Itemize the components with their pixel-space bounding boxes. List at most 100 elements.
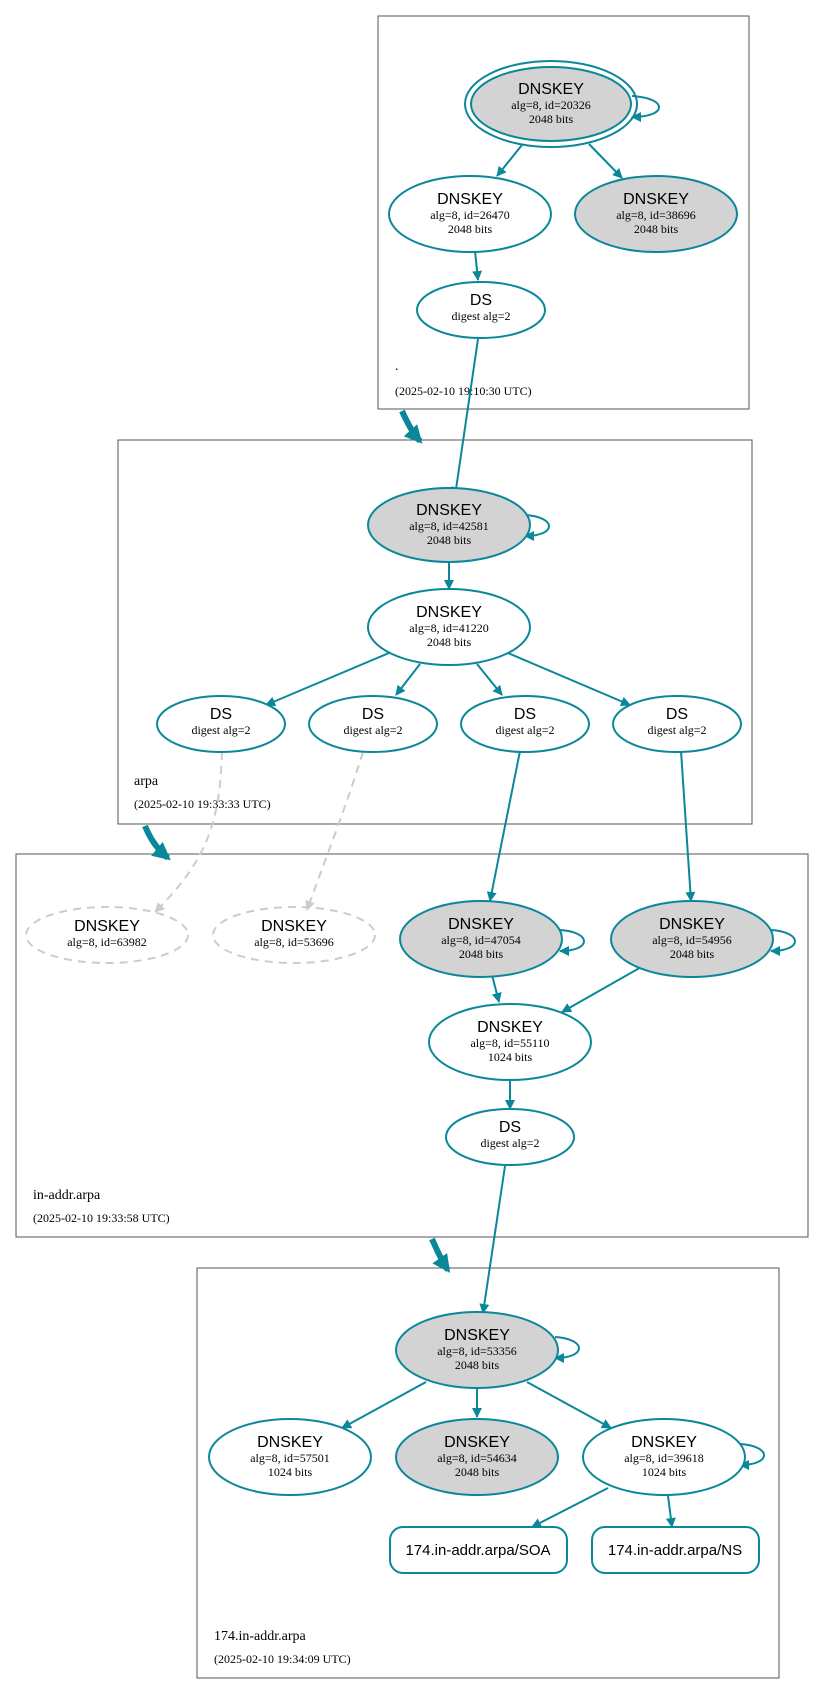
node-digest: digest alg=2 <box>480 1136 539 1150</box>
rrset-label: 174.in-addr.arpa/SOA <box>405 1542 550 1559</box>
node-title: DS <box>514 706 536 723</box>
node-key-size: 2048 bits <box>455 1358 500 1372</box>
delegation-arrow <box>142 824 171 861</box>
node-title: DNSKEY <box>631 1434 697 1451</box>
signature-edges <box>265 95 796 1528</box>
node-digest: digest alg=2 <box>451 309 510 323</box>
node-key-size: 2048 bits <box>459 947 504 961</box>
edge <box>680 750 696 902</box>
node-digest: digest alg=2 <box>343 723 402 737</box>
dnskey-node[interactable]: DNSKEY alg=8, id=42581 2048 bits <box>367 487 531 563</box>
edge <box>531 1487 609 1528</box>
node-key-size: 2048 bits <box>427 635 472 649</box>
dnskey-node[interactable]: DNSKEY alg=8, id=39618 1024 bits <box>582 1418 746 1496</box>
node-key-info: alg=8, id=57501 <box>250 1451 330 1465</box>
node-title: DNSKEY <box>659 916 725 933</box>
node-key-info: alg=8, id=39618 <box>624 1451 704 1465</box>
dnskey-node[interactable]: DNSKEY alg=8, id=41220 2048 bits <box>367 588 531 666</box>
zone-name: 174.in-addr.arpa <box>214 1629 307 1644</box>
edge <box>265 652 390 707</box>
edge <box>305 751 364 911</box>
node-key-info: alg=8, id=20326 <box>511 98 591 112</box>
node-key-size: 2048 bits <box>634 222 679 236</box>
node-key-size: 1024 bits <box>488 1050 533 1064</box>
node-title: DNSKEY <box>257 1434 323 1451</box>
ds-node[interactable]: DS digest alg=2 <box>308 695 438 753</box>
zone-date: (2025-02-10 19:33:33 UTC) <box>134 797 271 811</box>
self-signature-edge <box>739 1443 765 1470</box>
ds-node[interactable]: DS digest alg=2 <box>156 695 286 753</box>
node-key-info: alg=8, id=47054 <box>441 933 521 947</box>
zone-arpa: arpa (2025-02-10 19:33:33 UTC) <box>117 439 753 825</box>
edge <box>476 663 503 696</box>
rrset-label: 174.in-addr.arpa/NS <box>608 1542 742 1559</box>
zone-date: (2025-02-10 19:34:09 UTC) <box>214 1652 351 1666</box>
dnskey-node[interactable]: DNSKEY alg=8, id=20326 2048 bits <box>464 60 638 148</box>
node-key-info: alg=8, id=53696 <box>254 935 334 949</box>
node-key-info: alg=8, id=41220 <box>409 621 489 635</box>
node-key-info: alg=8, id=54634 <box>437 1451 517 1465</box>
node-key-size: 2048 bits <box>448 222 493 236</box>
node-digest: digest alg=2 <box>495 723 554 737</box>
edge <box>341 1381 427 1429</box>
ds-node[interactable]: DS digest alg=2 <box>612 695 742 753</box>
dnskey-node[interactable]: DNSKEY alg=8, id=53356 2048 bits <box>395 1311 559 1389</box>
node-key-info: alg=8, id=55110 <box>470 1036 549 1050</box>
edge <box>154 751 223 913</box>
node-title: DS <box>362 706 384 723</box>
edge <box>491 974 502 1003</box>
dnskey-node[interactable]: DNSKEY alg=8, id=54634 2048 bits <box>395 1418 559 1496</box>
edge <box>486 750 521 902</box>
zone-root: . (2025-02-10 19:10:30 UTC) <box>377 15 750 410</box>
edge <box>479 1165 506 1314</box>
edge <box>526 1381 612 1429</box>
dnskey-node[interactable]: DNSKEY alg=8, id=47054 2048 bits <box>399 900 563 978</box>
node-title: DNSKEY <box>416 604 482 621</box>
dnskey-node[interactable]: DNSKEY alg=8, id=57501 1024 bits <box>208 1418 372 1496</box>
node-title: DS <box>666 706 688 723</box>
zone-name: in-addr.arpa <box>33 1188 101 1203</box>
node-title: DNSKEY <box>448 916 514 933</box>
ds-node[interactable]: DS digest alg=2 <box>445 1108 575 1166</box>
node-key-size: 2048 bits <box>427 533 472 547</box>
node-key-info: alg=8, id=53356 <box>437 1344 517 1358</box>
node-title: DNSKEY <box>74 918 140 935</box>
edge <box>451 338 479 497</box>
node-title: DS <box>499 1119 521 1136</box>
edge <box>507 652 631 707</box>
edge <box>561 965 644 1013</box>
node-title: DNSKEY <box>416 502 482 519</box>
edge <box>665 1495 676 1528</box>
self-signature-edge <box>554 1336 580 1363</box>
self-signature-edge <box>770 929 796 956</box>
zone-date: (2025-02-10 19:33:58 UTC) <box>33 1211 170 1225</box>
edge <box>588 143 623 179</box>
node-title: DNSKEY <box>444 1434 510 1451</box>
dnskey-node[interactable]: DNSKEY alg=8, id=55110 1024 bits <box>428 1003 592 1081</box>
node-title: DNSKEY <box>623 191 689 208</box>
node-key-size: 2048 bits <box>670 947 715 961</box>
missing-dnskey-node[interactable]: DNSKEY alg=8, id=63982 <box>25 906 189 964</box>
edge <box>395 663 421 696</box>
dnskey-node[interactable]: DNSKEY alg=8, id=38696 2048 bits <box>574 175 738 253</box>
node-title: DS <box>210 706 232 723</box>
node-key-size: 2048 bits <box>455 1465 500 1479</box>
dnskey-node[interactable]: DNSKEY alg=8, id=54956 2048 bits <box>610 900 774 978</box>
ds-node[interactable]: DS digest alg=2 <box>460 695 590 753</box>
missing-dnskey-node[interactable]: DNSKEY alg=8, id=53696 <box>212 906 376 964</box>
node-key-size: 1024 bits <box>642 1465 687 1479</box>
node-digest: digest alg=2 <box>647 723 706 737</box>
rrset-ns-node[interactable]: 174.in-addr.arpa/NS <box>591 1526 760 1574</box>
delegation-arrows <box>142 409 451 1273</box>
dnskey-node[interactable]: DNSKEY alg=8, id=26470 2048 bits <box>388 175 552 253</box>
node-title: DNSKEY <box>444 1327 510 1344</box>
ds-node[interactable]: DS digest alg=2 <box>416 281 546 339</box>
node-key-size: 1024 bits <box>268 1465 313 1479</box>
node-digest: digest alg=2 <box>191 723 250 737</box>
node-title: DNSKEY <box>477 1019 543 1036</box>
rrset-soa-node[interactable]: 174.in-addr.arpa/SOA <box>389 1526 568 1574</box>
zone-name: arpa <box>134 774 159 789</box>
node-title: DNSKEY <box>518 81 584 98</box>
node-title: DNSKEY <box>261 918 327 935</box>
